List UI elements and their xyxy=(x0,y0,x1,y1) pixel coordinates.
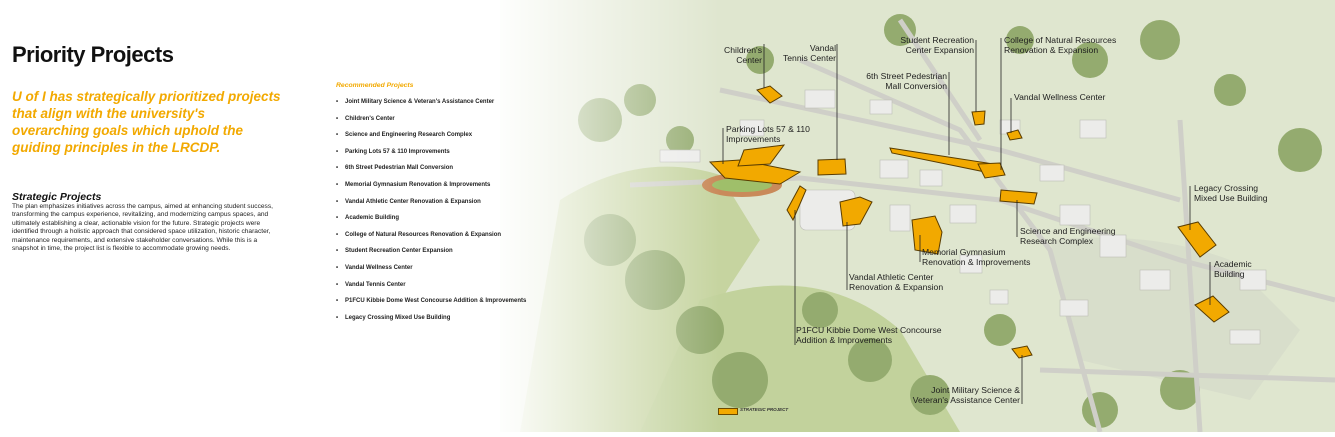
kibbie-dome-footprint xyxy=(786,185,807,222)
list-item: •Science and Engineering Research Comple… xyxy=(336,132,473,139)
list-item: •Vandal Tennis Center xyxy=(336,281,406,288)
strategic-project-footprints xyxy=(708,85,1230,359)
joint-military-footprint xyxy=(1011,345,1033,359)
leader-lines xyxy=(722,38,1211,404)
intro-statement: U of I has strategically prioritized pro… xyxy=(12,89,281,155)
list-item: •Joint Military Science & Veteran's Assi… xyxy=(336,99,495,105)
tennis-center-footprint xyxy=(817,158,847,176)
legacy-crossing-footprint xyxy=(1177,221,1217,258)
list-item: •P1FCU Kibbie Dome West Concourse Additi… xyxy=(336,298,527,305)
strategic-projects-body: The plan emphasizes initiatives across t… xyxy=(12,203,273,253)
map-fade-overlay xyxy=(300,0,720,432)
memorial-gym-footprint xyxy=(911,215,943,255)
parking-lot-footprint-2 xyxy=(737,144,786,167)
recommended-projects-list: •Joint Military Science & Veteran's Assi… xyxy=(336,99,526,331)
list-item: •Academic Building xyxy=(336,215,400,222)
list-item: •Student Recreation Center Expansion xyxy=(336,248,453,255)
list-item: •Parking Lots 57 & 110 Improvements xyxy=(336,148,450,155)
label-wellness-center: Vandal Wellness Center xyxy=(1014,92,1106,102)
page-title: Priority Projects xyxy=(12,42,174,67)
strategic-projects-heading: Strategic Projects xyxy=(12,191,102,203)
list-item: •Vandal Wellness Center xyxy=(336,264,413,271)
list-item: •College of Natural Resources Renovation… xyxy=(336,231,502,238)
list-item: •Children's Center xyxy=(336,115,395,122)
athletic-center-footprint xyxy=(839,196,873,227)
parking-lots-footprint xyxy=(708,159,802,185)
pedestrian-mall-plaza xyxy=(977,162,1006,179)
recommended-projects-heading: Recommended Projects xyxy=(336,82,414,89)
east-neighborhood xyxy=(1050,237,1300,400)
list-item: •Vandal Athletic Center Renovation & Exp… xyxy=(336,198,481,205)
legend-label: STRATEGIC PROJECT xyxy=(740,407,789,412)
rec-center-footprint xyxy=(971,110,986,126)
science-engineering-footprint xyxy=(999,189,1038,205)
academic-building-footprint xyxy=(1194,295,1230,323)
legend-swatch xyxy=(718,408,738,415)
list-item: •Memorial Gymnasium Renovation & Improve… xyxy=(336,181,491,188)
list-item: •6th Street Pedestrian Mall Conversion xyxy=(336,165,454,172)
childrens-center-footprint xyxy=(756,85,783,104)
list-item: •Legacy Crossing Mixed Use Building xyxy=(336,314,451,321)
label-joint-military: Joint Military Science &Veteran's Assist… xyxy=(912,385,1020,405)
